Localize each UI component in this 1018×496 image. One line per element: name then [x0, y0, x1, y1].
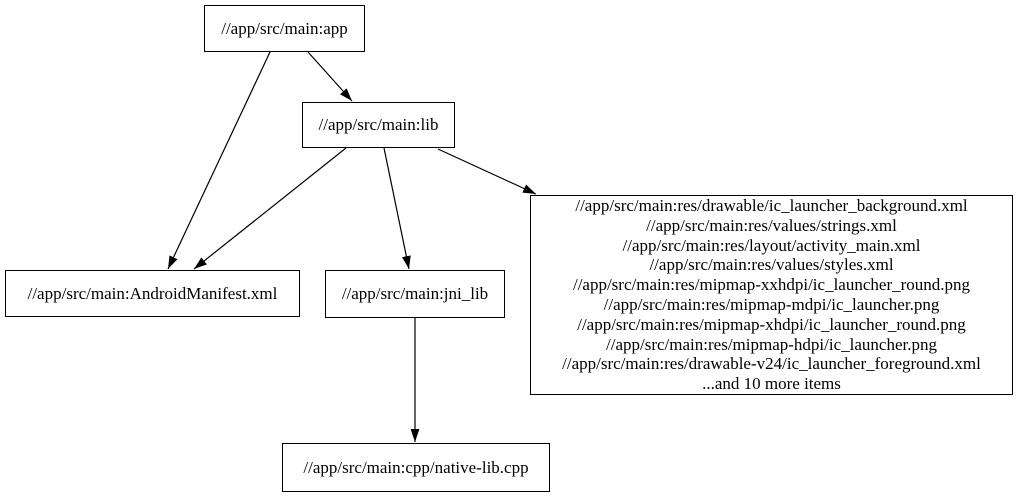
graph-node-app: //app/src/main:app — [204, 5, 365, 52]
graph-node-lib: //app/src/main:lib — [302, 102, 455, 148]
node-label-native-lib-cpp: //app/src/main:cpp/native-lib.cpp — [303, 457, 529, 477]
resource-item: //app/src/main:res/mipmap-xxhdpi/ic_laun… — [572, 275, 971, 295]
resource-item: //app/src/main:res/values/styles.xml — [649, 255, 894, 275]
resource-item: //app/src/main:res/drawable/ic_launcher_… — [575, 196, 968, 216]
graph-node-jni-lib: //app/src/main:jni_lib — [325, 270, 505, 318]
resource-item: //app/src/main:res/drawable-v24/ic_launc… — [562, 354, 981, 374]
edge-lib-to-jni-lib — [383, 147, 411, 270]
edge-app-to-lib — [307, 51, 353, 102]
edge-lib-to-manifest — [193, 147, 347, 270]
graph-node-android-manifest: //app/src/main:AndroidManifest.xml — [5, 270, 300, 317]
node-label-lib: //app/src/main:lib — [318, 115, 439, 135]
node-label-app: //app/src/main:app — [221, 18, 348, 38]
edge-app-to-manifest — [167, 51, 271, 270]
resource-item: //app/src/main:res/mipmap-xhdpi/ic_launc… — [577, 314, 966, 334]
resource-item: //app/src/main:res/mipmap-hdpi/ic_launch… — [606, 334, 937, 354]
graph-node-native-lib-cpp: //app/src/main:cpp/native-lib.cpp — [282, 443, 550, 492]
node-label-jni-lib: //app/src/main:jni_lib — [341, 284, 489, 304]
resource-item-more: ...and 10 more items — [702, 374, 841, 394]
resource-item: //app/src/main:res/layout/activity_main.… — [622, 235, 921, 255]
resource-item: //app/src/main:res/values/strings.xml — [646, 215, 897, 235]
graph-node-resources-group: //app/src/main:res/drawable/ic_launcher_… — [530, 195, 1013, 395]
node-label-android-manifest: //app/src/main:AndroidManifest.xml — [27, 283, 278, 303]
edge-lib-to-resources — [437, 148, 537, 195]
resource-item: //app/src/main:res/mipmap-mdpi/ic_launch… — [603, 295, 940, 314]
